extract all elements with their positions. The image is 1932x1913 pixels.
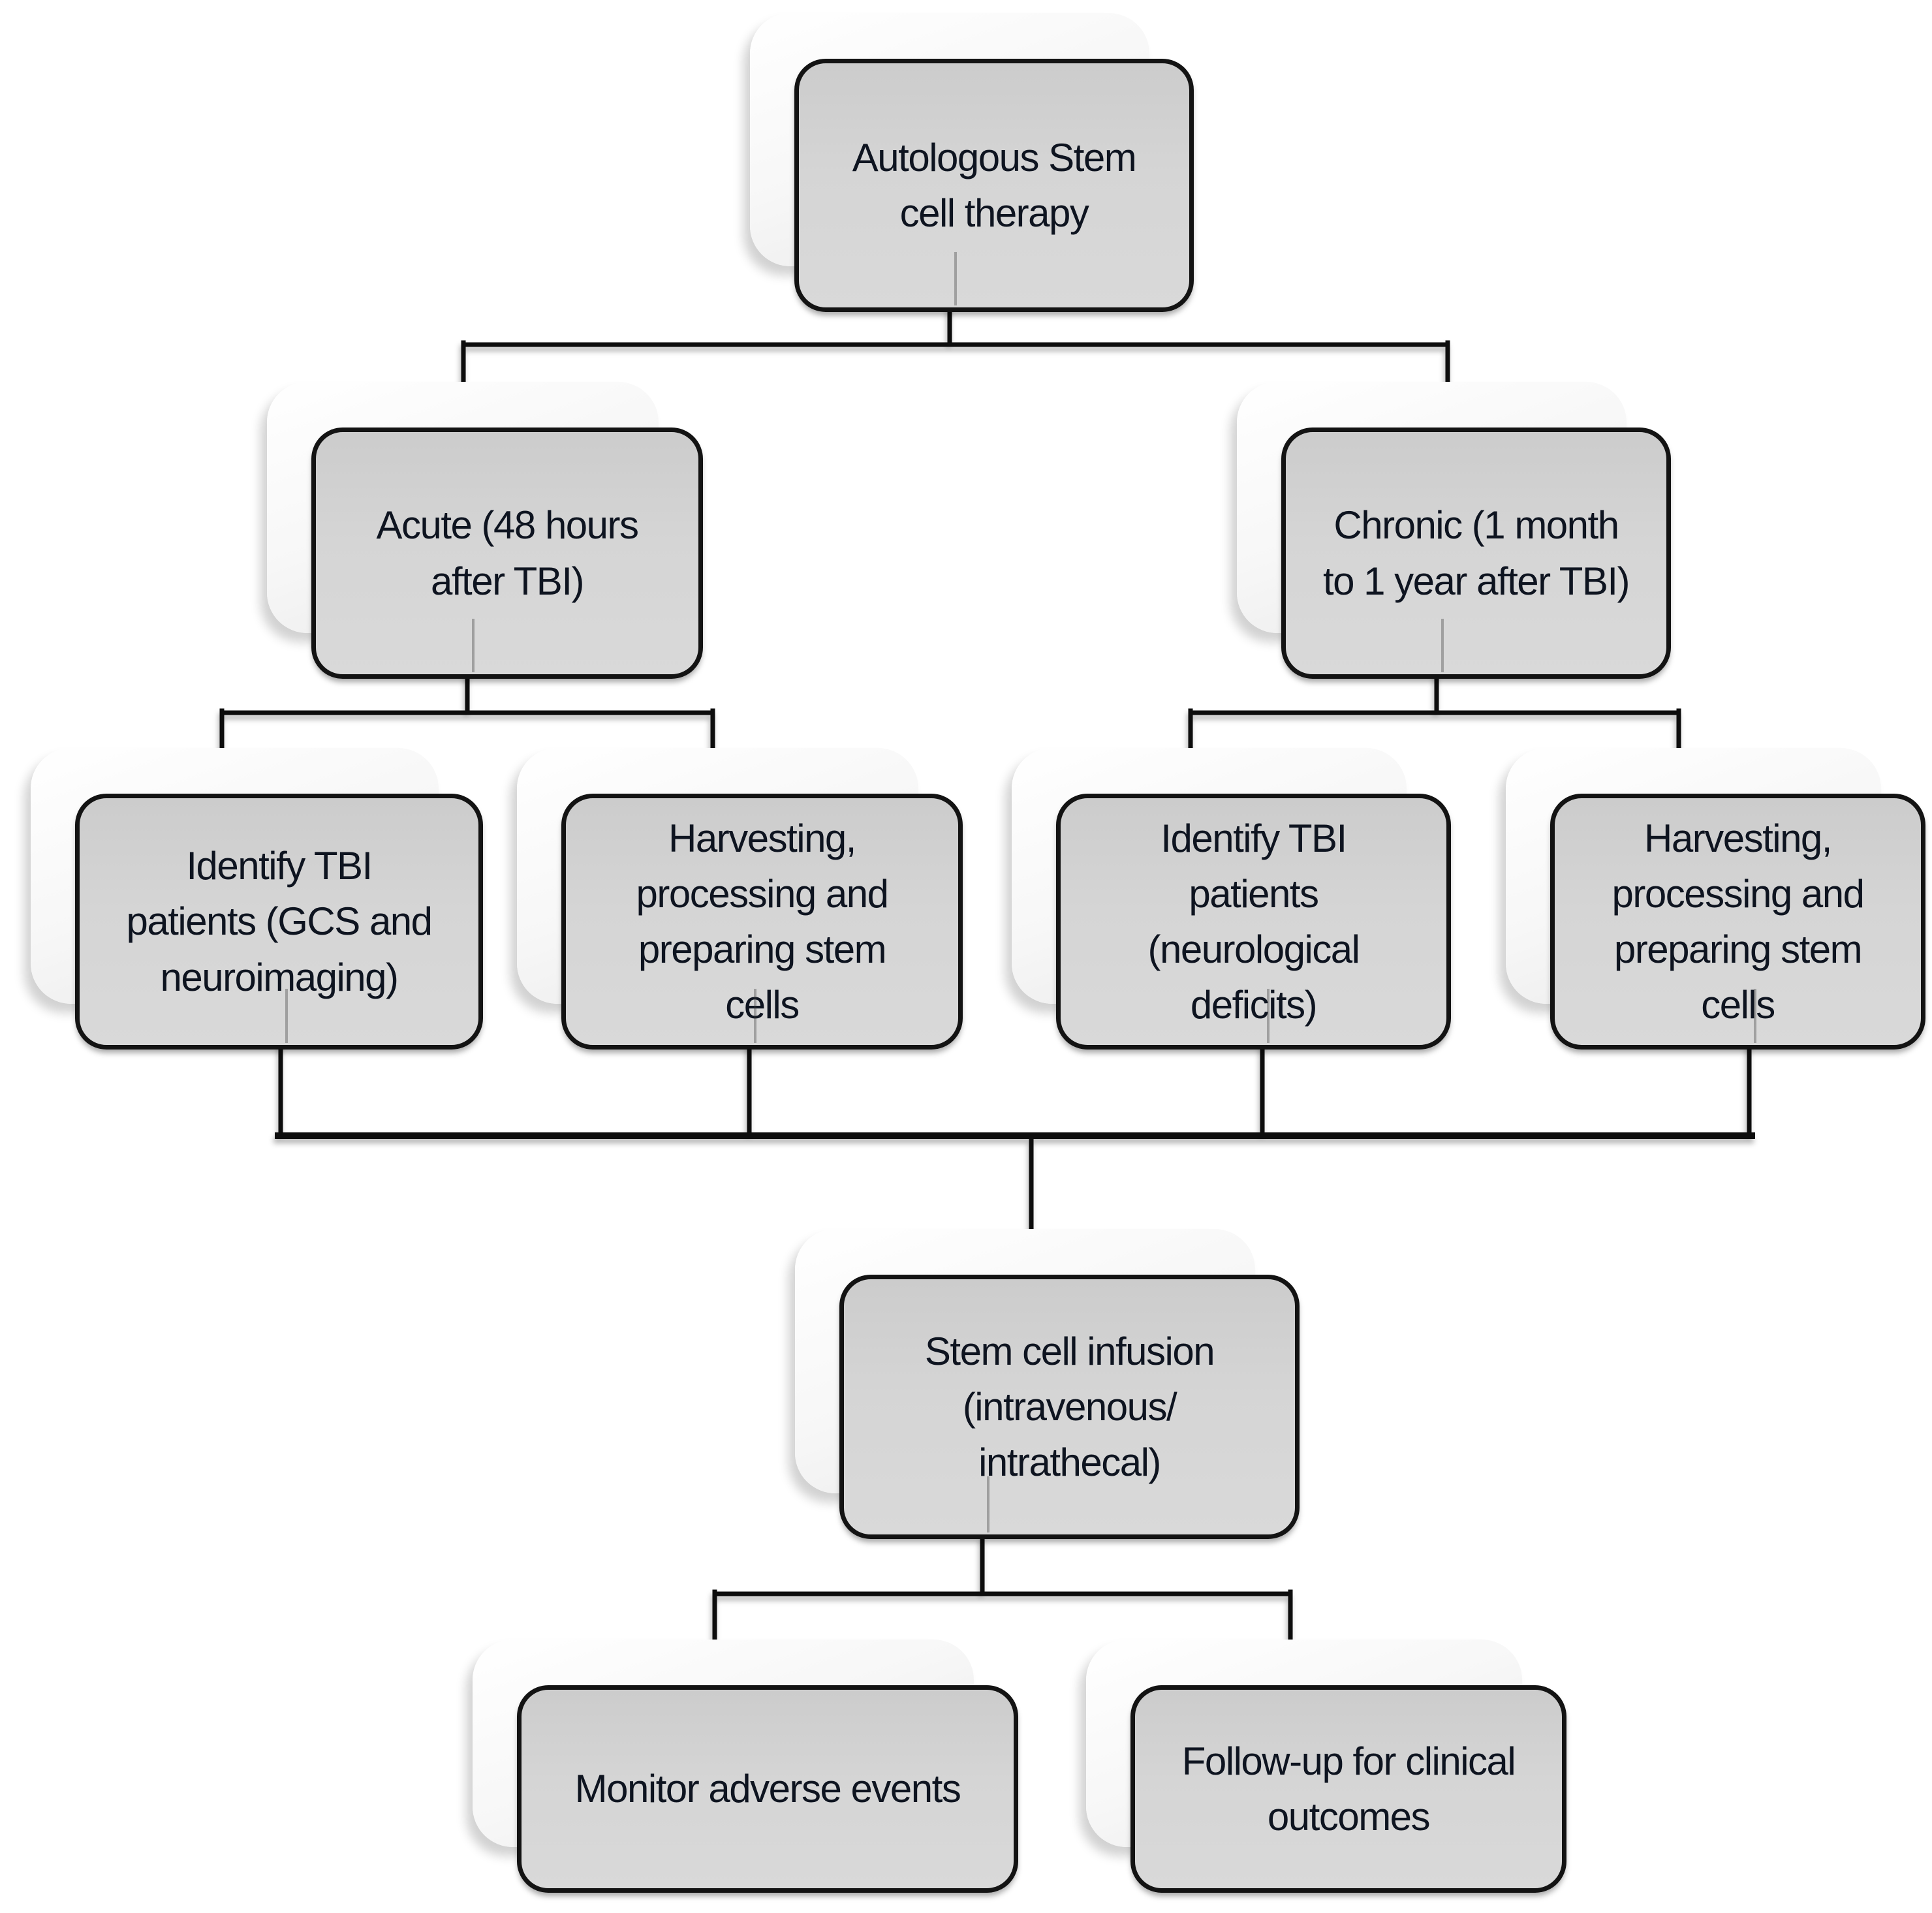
connector-stub [954,251,957,305]
edges-row3-merge-to-infusion [275,1042,1755,1283]
node-label: Acute (48 hours after TBI) [376,503,639,603]
node-box: Follow-up for clinical outcomes [1130,1685,1566,1893]
node-box: Identify TBI patients (neurological defi… [1056,794,1451,1050]
node-chronic-1-month-to-1-year-after-tbi: Chronic (1 month to 1 year after TBI) [1237,382,1671,679]
node-box: Acute (48 hours after TBI) [311,428,703,679]
node-label: Identify TBI patients (GCS and neuroimag… [126,844,433,999]
connector-stub [1441,619,1444,672]
node-label: Chronic (1 month to 1 year after TBI) [1322,503,1630,603]
node-harvesting-processing-preparing-stem-cells-chronic: Harvesting, processing and preparing ste… [1506,748,1925,1050]
node-autologous-stem-cell-therapy: Autologous Stem cell therapy [750,13,1194,312]
node-label: Autologous Stem cell therapy [852,135,1137,235]
connector-stub [1267,988,1270,1043]
node-box: Harvesting, processing and preparing ste… [1550,794,1925,1050]
node-follow-up-for-clinical-outcomes: Follow-up for clinical outcomes [1086,1640,1566,1893]
node-box: Autologous Stem cell therapy [794,59,1194,312]
node-stem-cell-infusion: Stem cell infusion (intravenous/ intrath… [795,1229,1300,1539]
node-monitor-adverse-events: Monitor adverse events [473,1640,1018,1893]
node-box: Stem cell infusion (intravenous/ intrath… [839,1275,1300,1539]
node-label: Follow-up for clinical outcomes [1181,1739,1516,1839]
node-box: Monitor adverse events [517,1685,1018,1893]
connector-stub [1754,988,1756,1043]
node-acute-48-hours-after-tbi: Acute (48 hours after TBI) [267,382,703,679]
connector-stub [472,619,475,672]
connector-stub [285,988,288,1043]
node-box: Chronic (1 month to 1 year after TBI) [1281,428,1671,679]
connector-stub [754,988,756,1043]
node-label: Monitor adverse events [574,1767,961,1811]
node-harvesting-processing-preparing-stem-cells-acute: Harvesting, processing and preparing ste… [517,748,963,1050]
node-label: Stem cell infusion (intravenous/ intrath… [924,1329,1215,1485]
node-label: Harvesting, processing and preparing ste… [636,816,889,1027]
node-identify-tbi-patients-neurological-deficits: Identify TBI patients (neurological defi… [1012,748,1451,1050]
node-label: Identify TBI patients (neurological defi… [1147,816,1360,1027]
connector-stub [987,1476,989,1532]
node-box: Harvesting, processing and preparing ste… [561,794,963,1050]
node-box: Identify TBI patients (GCS and neuroimag… [75,794,483,1050]
node-identify-tbi-patients-gcs-neuroimaging: Identify TBI patients (GCS and neuroimag… [31,748,483,1050]
node-label: Harvesting, processing and preparing ste… [1612,816,1865,1027]
